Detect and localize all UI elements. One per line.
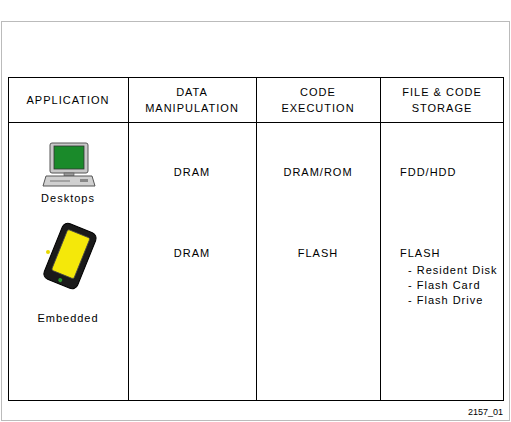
- page-frame: [2, 22, 510, 421]
- column-header: FILE & CODE STORAGE: [385, 84, 499, 116]
- row-label: Embedded: [37, 310, 98, 326]
- table-cell: DRAM/ROM: [283, 164, 352, 180]
- column-header: APPLICATION: [13, 92, 123, 108]
- list-item: - Flash Card: [408, 277, 481, 293]
- column-header: CODE EXECUTION: [268, 84, 368, 116]
- column-header: DATA MANIPULATION: [142, 84, 242, 116]
- indicator-dot: [46, 250, 50, 254]
- row-label: Desktops: [41, 190, 95, 206]
- desktop-icon: [43, 143, 95, 186]
- table-cell: FDD/HDD: [400, 164, 457, 180]
- embedded-device-icon: [42, 221, 98, 290]
- table-cell: DRAM: [174, 245, 210, 261]
- table-cell: FLASH: [400, 245, 440, 261]
- table-cell: FLASH: [298, 245, 338, 261]
- table-cell: DRAM: [174, 164, 210, 180]
- table-grid: [9, 78, 504, 401]
- list-item: - Resident Disk: [408, 262, 498, 278]
- list-item: - Flash Drive: [408, 292, 483, 308]
- figure-number: 2157_01: [468, 404, 503, 420]
